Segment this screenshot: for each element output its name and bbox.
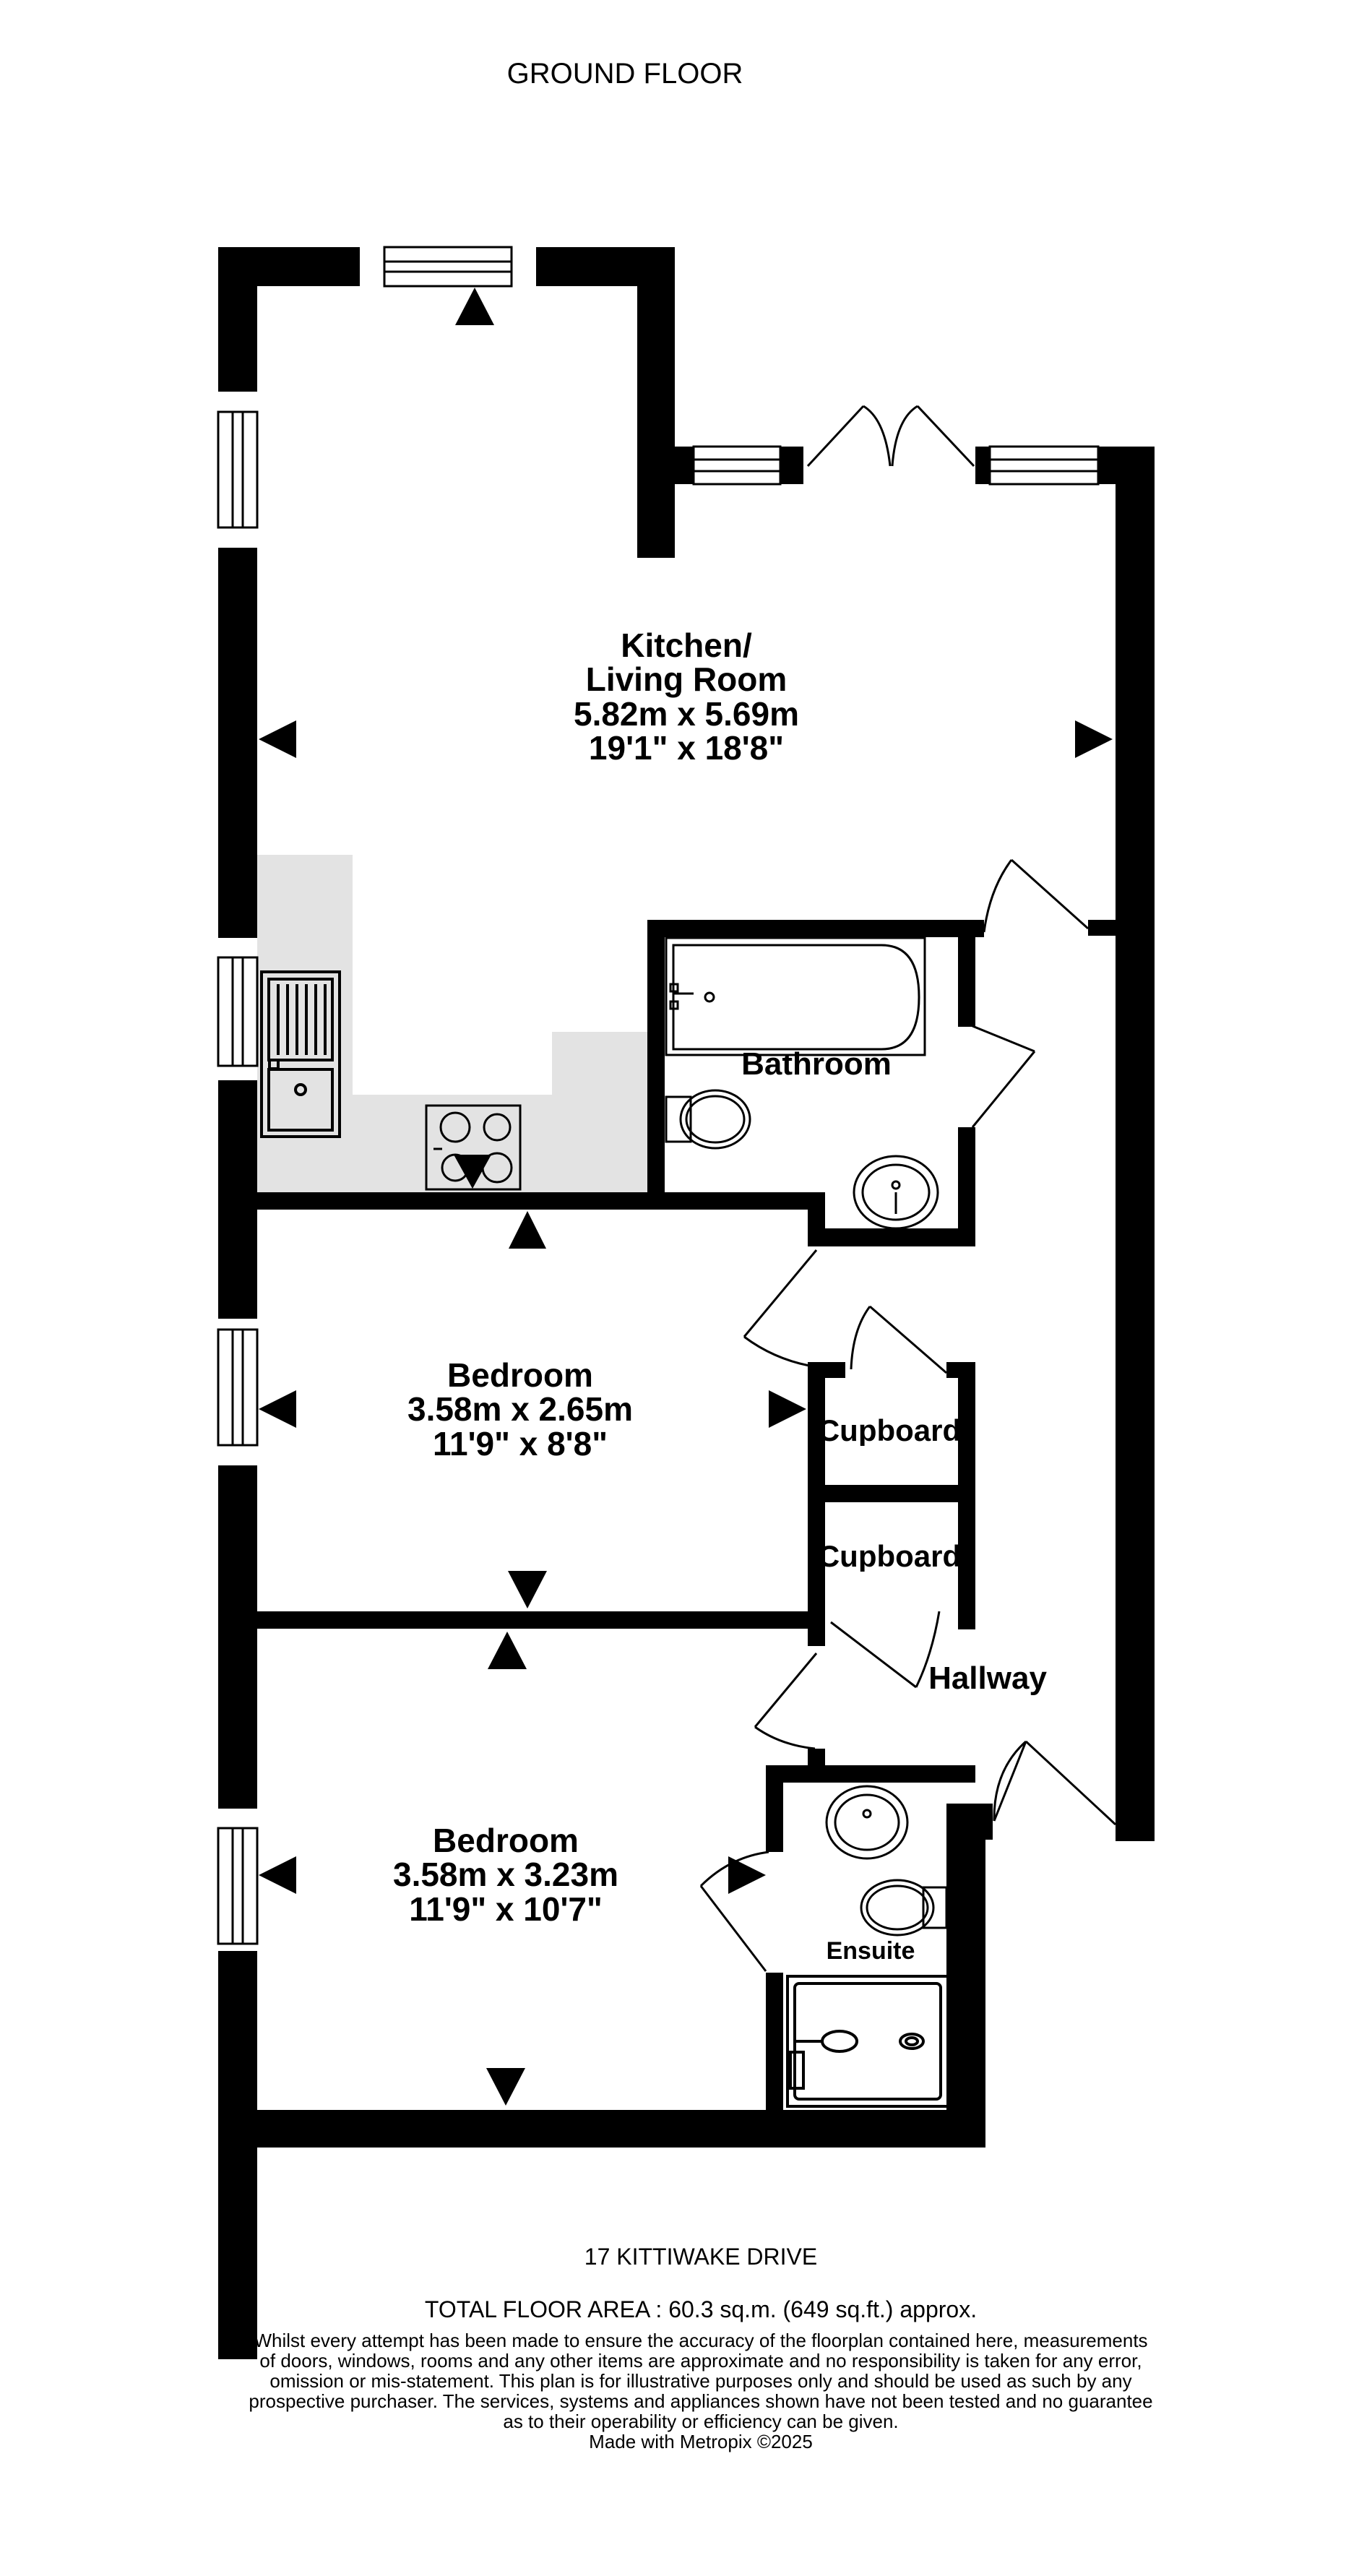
disclaimer-line: prospective purchaser. The services, sys…	[249, 2390, 1153, 2412]
cupboard2-label: Cupboard	[817, 1541, 962, 1572]
view-arrows	[259, 288, 1113, 2106]
hallway-label: Hallway	[928, 1660, 1047, 1696]
toilet-icon	[665, 1089, 751, 1150]
bathroom-label: Bathroom	[741, 1046, 892, 1082]
kitchen-sink-icon	[260, 970, 341, 1138]
ensuite-basin-icon	[825, 1785, 909, 1860]
hob-icon	[425, 1104, 522, 1191]
credit: Made with Metropix ©2025	[589, 2431, 813, 2452]
disclaimer-line: omission or mis-statement. This plan is …	[269, 2370, 1132, 2392]
walls	[218, 247, 1155, 2359]
cupboard1-label: Cupboard	[817, 1415, 962, 1447]
bathtub-icon	[665, 936, 926, 1056]
disclaimer-line: of doors, windows, rooms and any other i…	[259, 2350, 1142, 2372]
ensuite-toilet-icon	[860, 1879, 948, 1937]
ensuite-label: Ensuite	[826, 1937, 915, 1965]
floor-title: GROUND FLOOR	[506, 58, 743, 90]
windows	[217, 246, 1100, 1945]
bedroom2-label: Bedroom 3.58m x 3.23m 11'9" x 10'7"	[392, 1822, 618, 1928]
total-floor-area: TOTAL FLOOR AREA : 60.3 sq.m. (649 sq.ft…	[424, 2296, 978, 2322]
doors	[699, 405, 1117, 1972]
disclaimer-line: Whilst every attempt has been made to en…	[254, 2330, 1148, 2351]
disclaimer: Whilst every attempt has been made to en…	[0, 2330, 1372, 2452]
disclaimer-line: as to their operability or efficiency ca…	[503, 2411, 899, 2432]
basin-icon	[853, 1155, 939, 1230]
kitchen-label: Kitchen/ Living Room 5.82m x 5.69m 19'1"…	[573, 626, 799, 767]
shower-icon	[786, 1975, 949, 2108]
bedroom1-label: Bedroom 3.58m x 2.65m 11'9" x 8'8"	[407, 1356, 633, 1463]
address: 17 KITTIWAKE DRIVE	[584, 2244, 818, 2270]
